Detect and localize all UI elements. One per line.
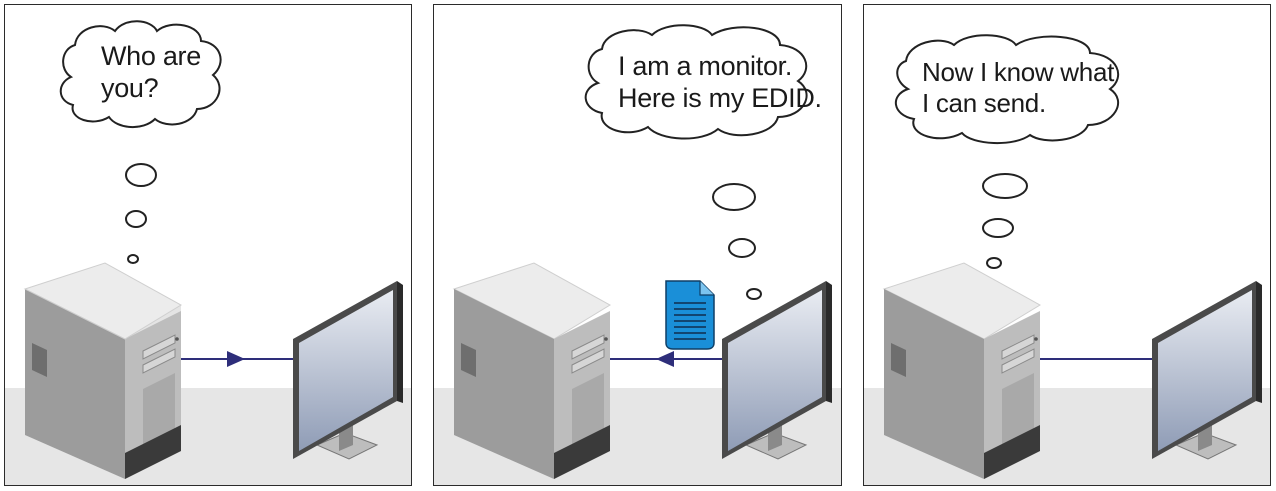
thought-line-2: you? (101, 72, 159, 103)
thought-line-2: I can send. (922, 87, 1046, 118)
panel-edid-reply: I am a monitor. Here is my EDID. (433, 4, 842, 486)
thought-dot-large (712, 183, 756, 211)
arrow-left-icon (656, 351, 674, 367)
thought-text: Now I know what I can send. (922, 57, 1114, 118)
thought-dot-medium (982, 218, 1014, 238)
thought-line-1: Now I know what (922, 57, 1115, 87)
thought-line-2: Here is my EDID. (618, 82, 822, 113)
thought-text: Who are you? (101, 41, 201, 105)
monitor (293, 281, 403, 460)
thought-dot-medium (125, 210, 147, 228)
thought-text: I am a monitor. Here is my EDID. (618, 51, 822, 115)
thought-line-1: Who are (101, 41, 201, 71)
monitor (722, 281, 832, 460)
panel-3-scene (864, 34, 1270, 485)
thought-cloud (584, 24, 808, 140)
thought-dot-small (746, 288, 762, 300)
panel-ready: Now I know what I can send. (863, 4, 1271, 486)
computer-tower (452, 262, 611, 479)
thought-dot-large (982, 173, 1028, 199)
thought-cloud (59, 20, 222, 128)
panel-query: Who are you? (4, 4, 412, 486)
thought-dot-small (127, 254, 139, 264)
panel-2-scene (434, 24, 841, 485)
thought-dot-medium (728, 238, 756, 258)
thought-cloud (895, 34, 1120, 145)
edid-document-icon (665, 280, 715, 350)
computer-tower (23, 262, 182, 479)
panel-1-scene (5, 20, 411, 485)
monitor (1152, 281, 1262, 460)
thought-dot-large (125, 163, 157, 187)
thought-dot-small (986, 257, 1002, 269)
arrow-right-icon (227, 351, 245, 367)
computer-tower (882, 262, 1041, 479)
thought-line-1: I am a monitor. (618, 51, 793, 81)
